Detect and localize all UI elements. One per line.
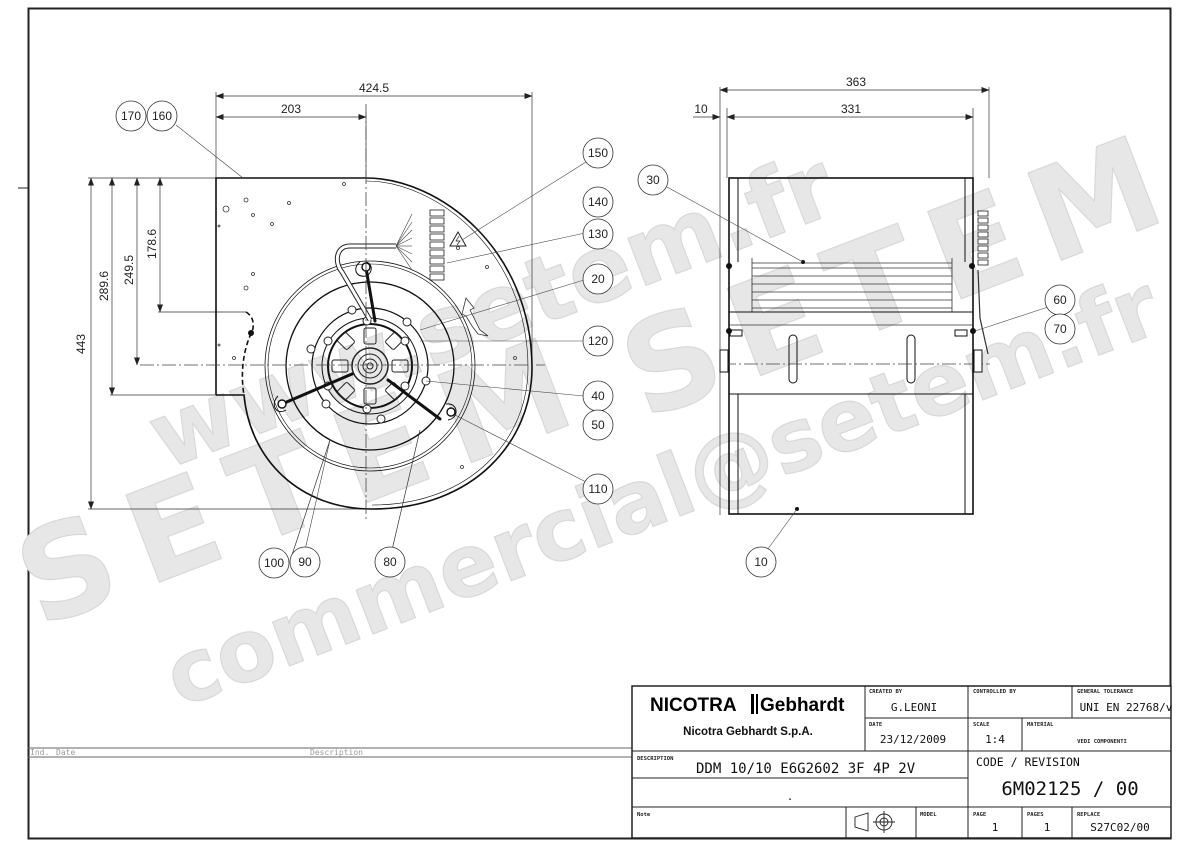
balloon-100: 100 [258,547,290,579]
note-label: Note [637,812,651,818]
balloon-30: 30 [637,164,669,196]
balloon-50: 50 [582,409,614,441]
svg-text:80: 80 [383,555,397,569]
created-by-value: G.LEONI [891,701,937,714]
rev-col-description: Description [310,748,363,757]
svg-text:20: 20 [591,272,605,286]
code-revision-value: 6M02125 / 00 [1001,778,1138,800]
dim-flange-offset: 10 [694,102,708,116]
created-by-label: CREATED BY [869,689,903,695]
dim-outlet-height: 289.6 [97,271,111,301]
terminal-block [429,209,445,281]
balloon-150: 150 [582,137,614,169]
svg-text:150: 150 [588,146,608,160]
balloon-170: 170 [115,100,147,132]
logo-gebhardt: Gebhardt [760,695,845,716]
inlet-ring-inner [285,281,455,451]
description-value: DDM 10/10 E6G2602 3F 4P 2V [696,761,916,777]
balloon-90: 90 [289,546,321,578]
replace-value: S27C02/00 [1090,821,1150,834]
inlet-ring-outer [264,260,476,472]
balloon-160: 160 [146,100,178,132]
material-value: VEDI COMPONENTI [1077,739,1127,745]
balloon-60: 60 [1044,284,1076,316]
dim-inner-width: 331 [841,102,861,116]
revision-table: Ind. Date Description [28,747,632,758]
side-view: 363 331 10 [693,75,990,515]
balloon-130: 130 [582,218,614,250]
general-tolerance-label: GENERAL TOLERANCE [1077,689,1133,695]
code-revision-label: CODE / REVISION [976,755,1080,769]
balloon-140: 140 [582,186,614,218]
rotation-direction-arrow [461,297,489,337]
impeller-blades [751,258,953,312]
dim-overall-depth: 363 [846,75,866,89]
balloon-120: 120 [582,325,614,357]
balloon-20: 20 [582,263,614,295]
dim-half-width: 203 [281,102,301,116]
svg-text:30: 30 [646,173,660,187]
pages-value: 1 [1044,821,1051,834]
scale-value: 1:4 [985,733,1005,746]
dim-overall-height: 443 [74,334,88,354]
svg-text:70: 70 [1053,322,1067,336]
balloon-40: 40 [582,380,614,412]
scroll-housing-outline [215,177,533,510]
motor-band [728,311,974,395]
company-name: Nicotra Gebhardt S.p.A. [683,726,813,738]
page-value: 1 [992,821,999,834]
rev-col-ind: Ind. [30,748,49,757]
item-balloons: 170 160 150 140 130 20 120 40 50 110 100… [115,100,1076,579]
svg-text:110: 110 [588,482,607,496]
description-line2: . [787,790,794,803]
model-label: MODEL [920,812,937,818]
front-view: 424.5 203 443 289.6 249.5 178.6 [74,81,545,556]
general-tolerance-value: UNI EN 22768/v [1080,701,1173,714]
date-label: DATE [869,722,882,728]
balloon-110: 110 [582,473,614,505]
date-value: 23/12/2009 [880,733,946,746]
high-voltage-warning-icon [449,230,467,247]
page-label: PAGE [973,812,986,818]
svg-text:170: 170 [121,109,141,123]
title-block: NICOTRA Gebhardt Nicotra Gebhardt S.p.A.… [631,685,1173,839]
replace-label: REPLACE [1077,812,1100,818]
svg-text:10: 10 [754,555,768,569]
material-label: MATERIAL [1027,722,1054,728]
description-label: DESCRIPTION [637,756,673,762]
dim-cutoff-height: 178.6 [145,229,159,259]
balloon-10: 10 [745,546,777,578]
drawing-frame [27,7,1172,840]
svg-text:90: 90 [298,555,312,569]
cutoff-tongue [241,311,255,396]
controlled-by-label: CONTROLLED BY [973,689,1017,695]
dim-axis-height: 249.5 [122,255,136,285]
svg-text:130: 130 [588,227,608,241]
third-angle-projection-icon [854,811,895,833]
logo-nicotra: NICOTRA [650,695,737,716]
logo-separator [751,694,754,714]
motor-support-arms [280,266,442,421]
svg-text:100: 100 [264,556,284,570]
svg-text:60: 60 [1053,293,1067,307]
svg-text:160: 160 [152,109,172,123]
dim-overall-width: 424.5 [359,81,389,95]
svg-text:120: 120 [588,334,608,348]
svg-text:140: 140 [588,195,608,209]
scale-label: SCALE [973,722,990,728]
balloon-70: 70 [1044,313,1076,345]
pages-label: PAGES [1027,812,1044,818]
balloon-80: 80 [374,546,406,578]
svg-text:50: 50 [591,418,605,432]
svg-text:40: 40 [591,389,605,403]
leader-lines [175,124,1049,554]
rev-col-date: Date [56,748,75,757]
